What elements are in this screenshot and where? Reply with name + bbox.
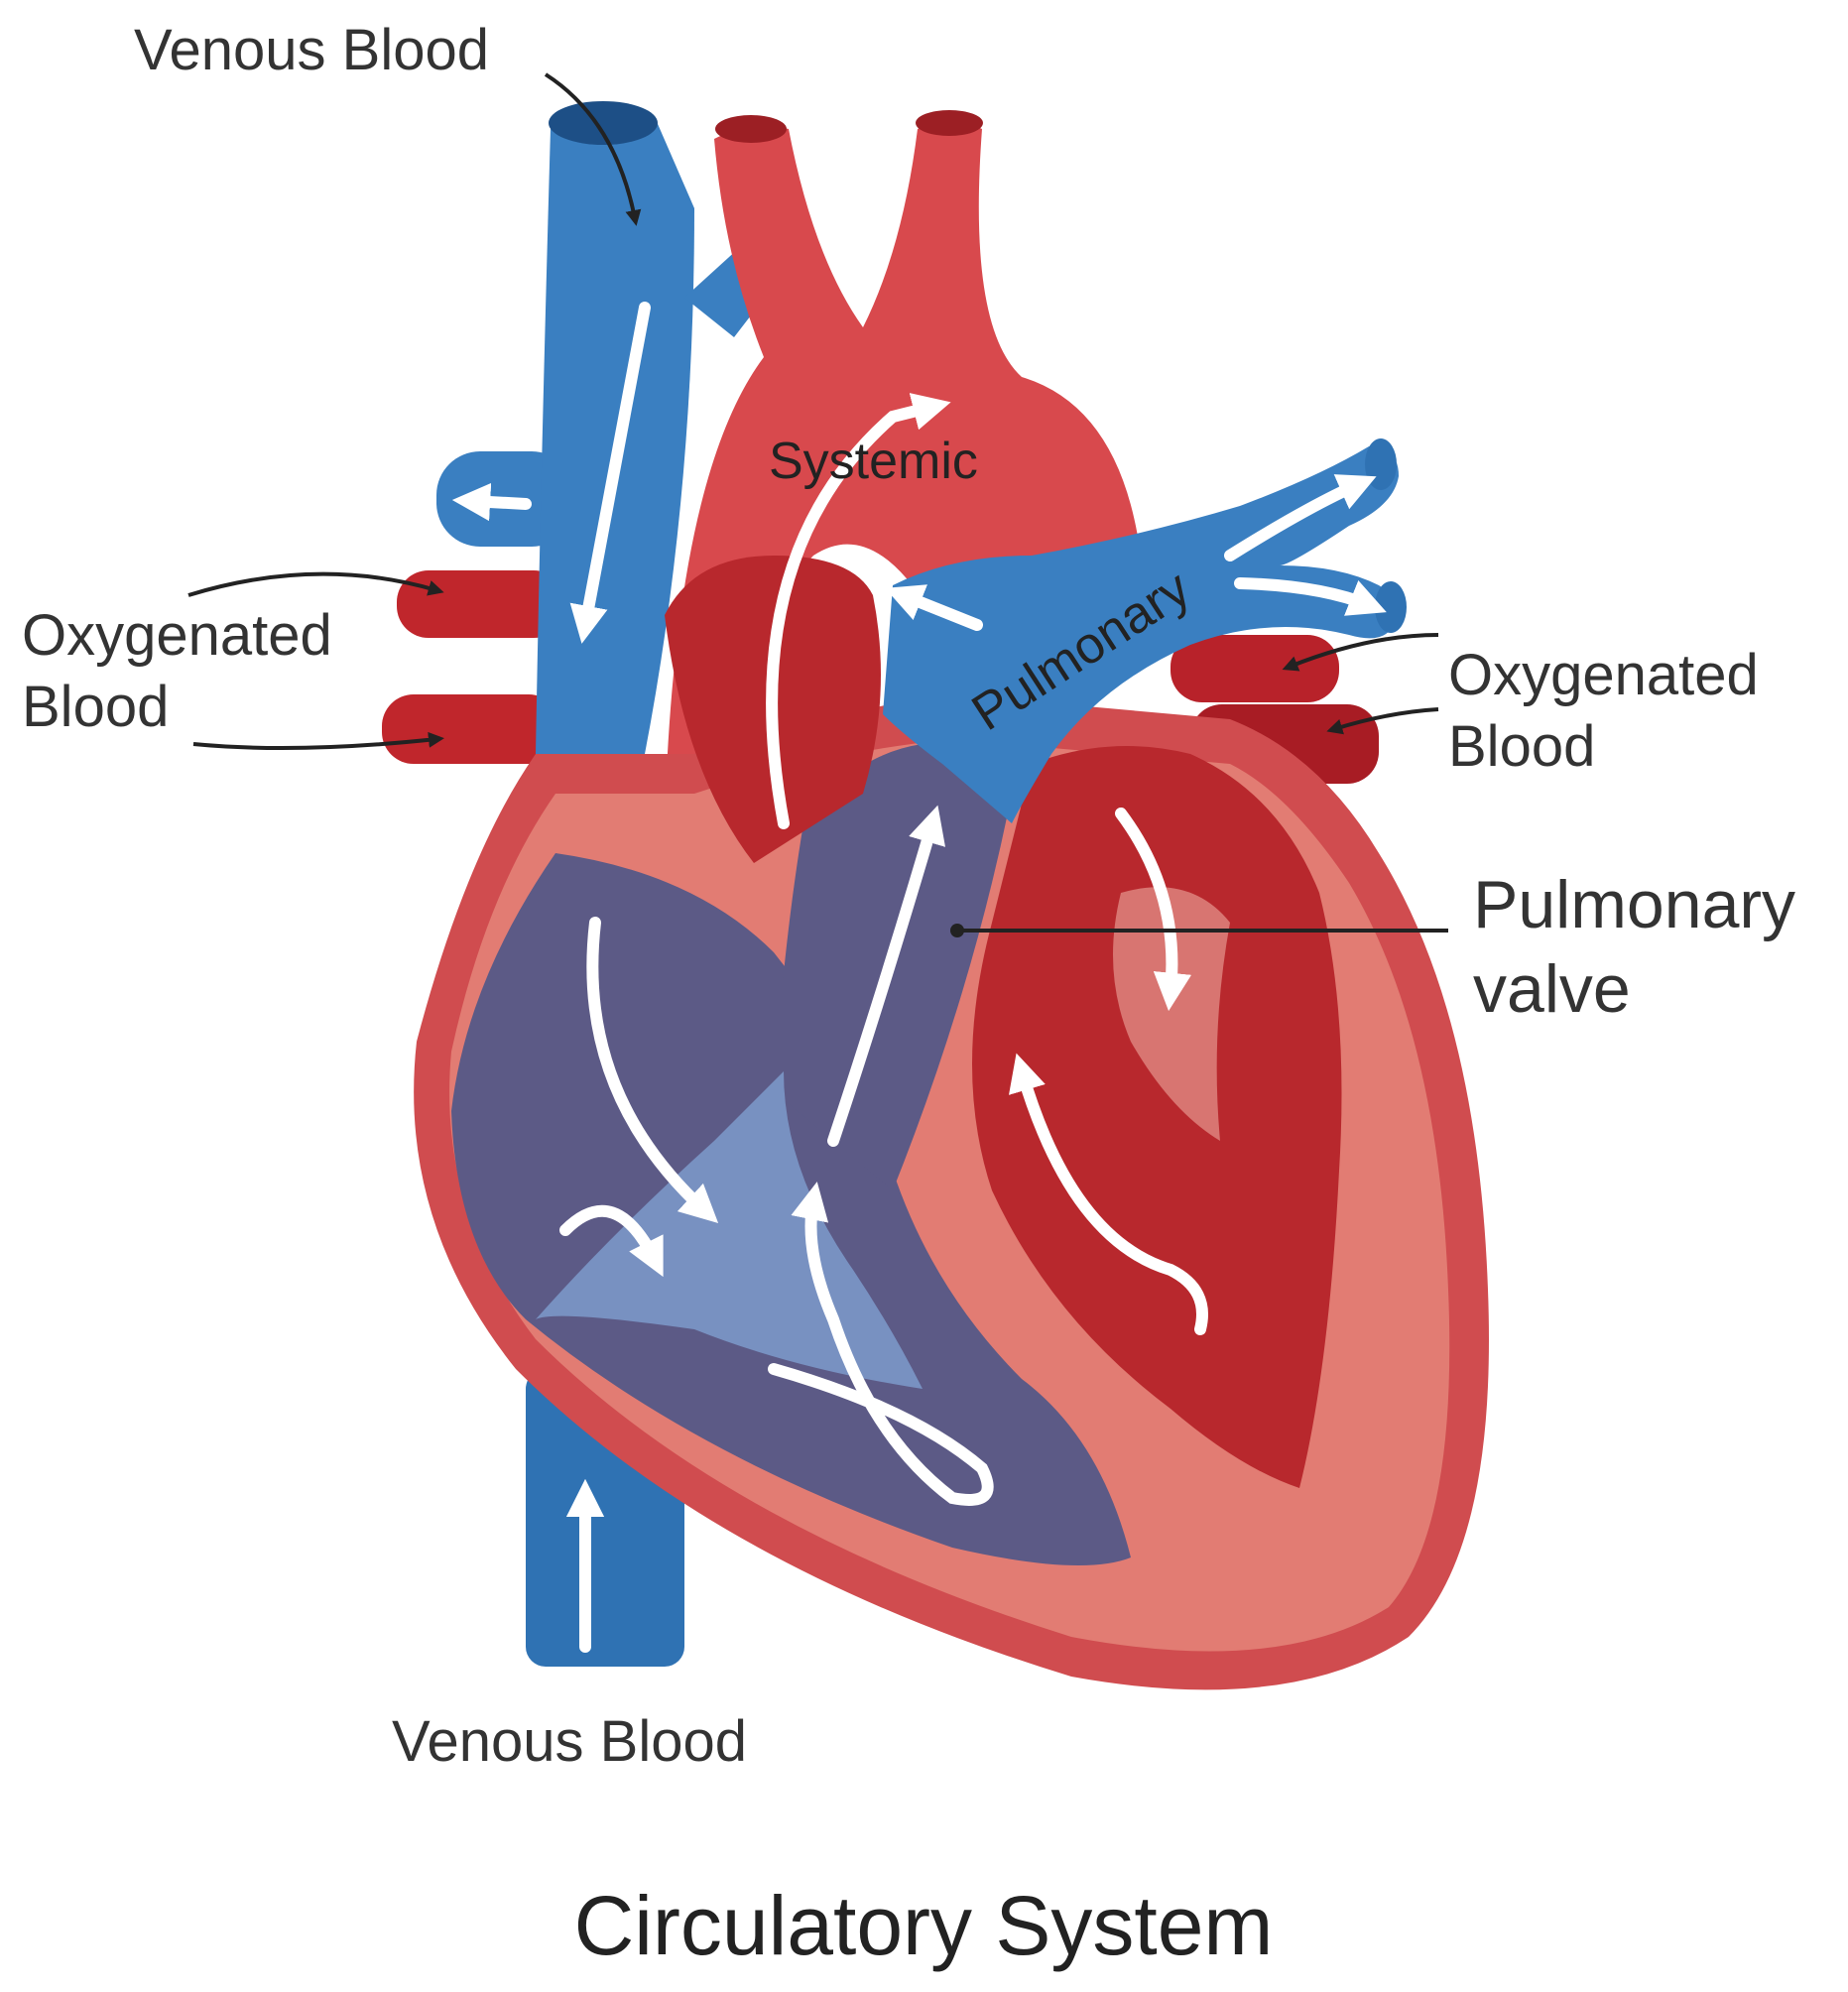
pointer-oxygenated-left-upper — [187, 571, 444, 597]
pointer-arrows — [187, 72, 1448, 933]
aorta-branch-opening-1 — [715, 115, 787, 143]
flow-arrow-systemic — [766, 393, 951, 829]
svc-opening — [549, 101, 658, 145]
flow-arrow-left-pa — [451, 482, 532, 522]
flow-arrow-svc-down — [569, 302, 651, 644]
pulmonary-artery — [883, 446, 1399, 823]
flow-arrow-pulmonary-trunk — [827, 805, 946, 1147]
label-systemic: Systemic — [769, 433, 978, 490]
left-pulmonary-vein-lower — [382, 694, 560, 764]
label-oxygenated-right-1: Oxygenated — [1448, 643, 1759, 707]
flow-arrows — [451, 302, 1387, 1653]
flow-arrow-ra-curl — [559, 1204, 664, 1278]
pointer-oxygenated-right-lower — [1326, 707, 1439, 735]
diagram-title: Circulatory System — [574, 1879, 1274, 1972]
pointer-venous-top — [544, 72, 642, 226]
aorta — [665, 121, 1141, 823]
flow-arrow-ra-down — [586, 917, 719, 1224]
flow-arrow-lv-down — [1115, 808, 1192, 1012]
aorta-branch-opening-2 — [916, 110, 983, 136]
pointer-oxygenated-left-lower — [192, 731, 444, 750]
label-oxygenated-left-1: Oxygenated — [22, 603, 332, 668]
superior-vena-cava — [536, 112, 694, 755]
pointer-oxygenated-right-upper — [1282, 633, 1439, 672]
flow-arrow-pa-branch-1 — [1224, 474, 1377, 561]
flow-arrow-pa-branch-2 — [1234, 577, 1387, 616]
label-pulmonary-valve-1: Pulmonary — [1473, 867, 1795, 942]
label-venous-bottom: Venous Blood — [392, 1709, 747, 1774]
pulmonary-branch-opening-2 — [1375, 581, 1407, 633]
label-venous-top: Venous Blood — [134, 18, 489, 82]
flow-arrow-lv-loop — [1009, 1053, 1208, 1335]
label-pulmonary-valve-2: valve — [1473, 951, 1631, 1027]
right-pulmonary-vein-upper — [1170, 635, 1339, 702]
label-oxygenated-right-2: Blood — [1448, 714, 1595, 779]
flow-arrow-la-to-pa — [885, 584, 983, 631]
label-oxygenated-left-2: Blood — [22, 675, 169, 739]
flow-arrow-rv-loop — [768, 1182, 994, 1506]
mitral-valve — [1113, 887, 1230, 1141]
pulmonary-branch-opening-1 — [1365, 438, 1397, 490]
